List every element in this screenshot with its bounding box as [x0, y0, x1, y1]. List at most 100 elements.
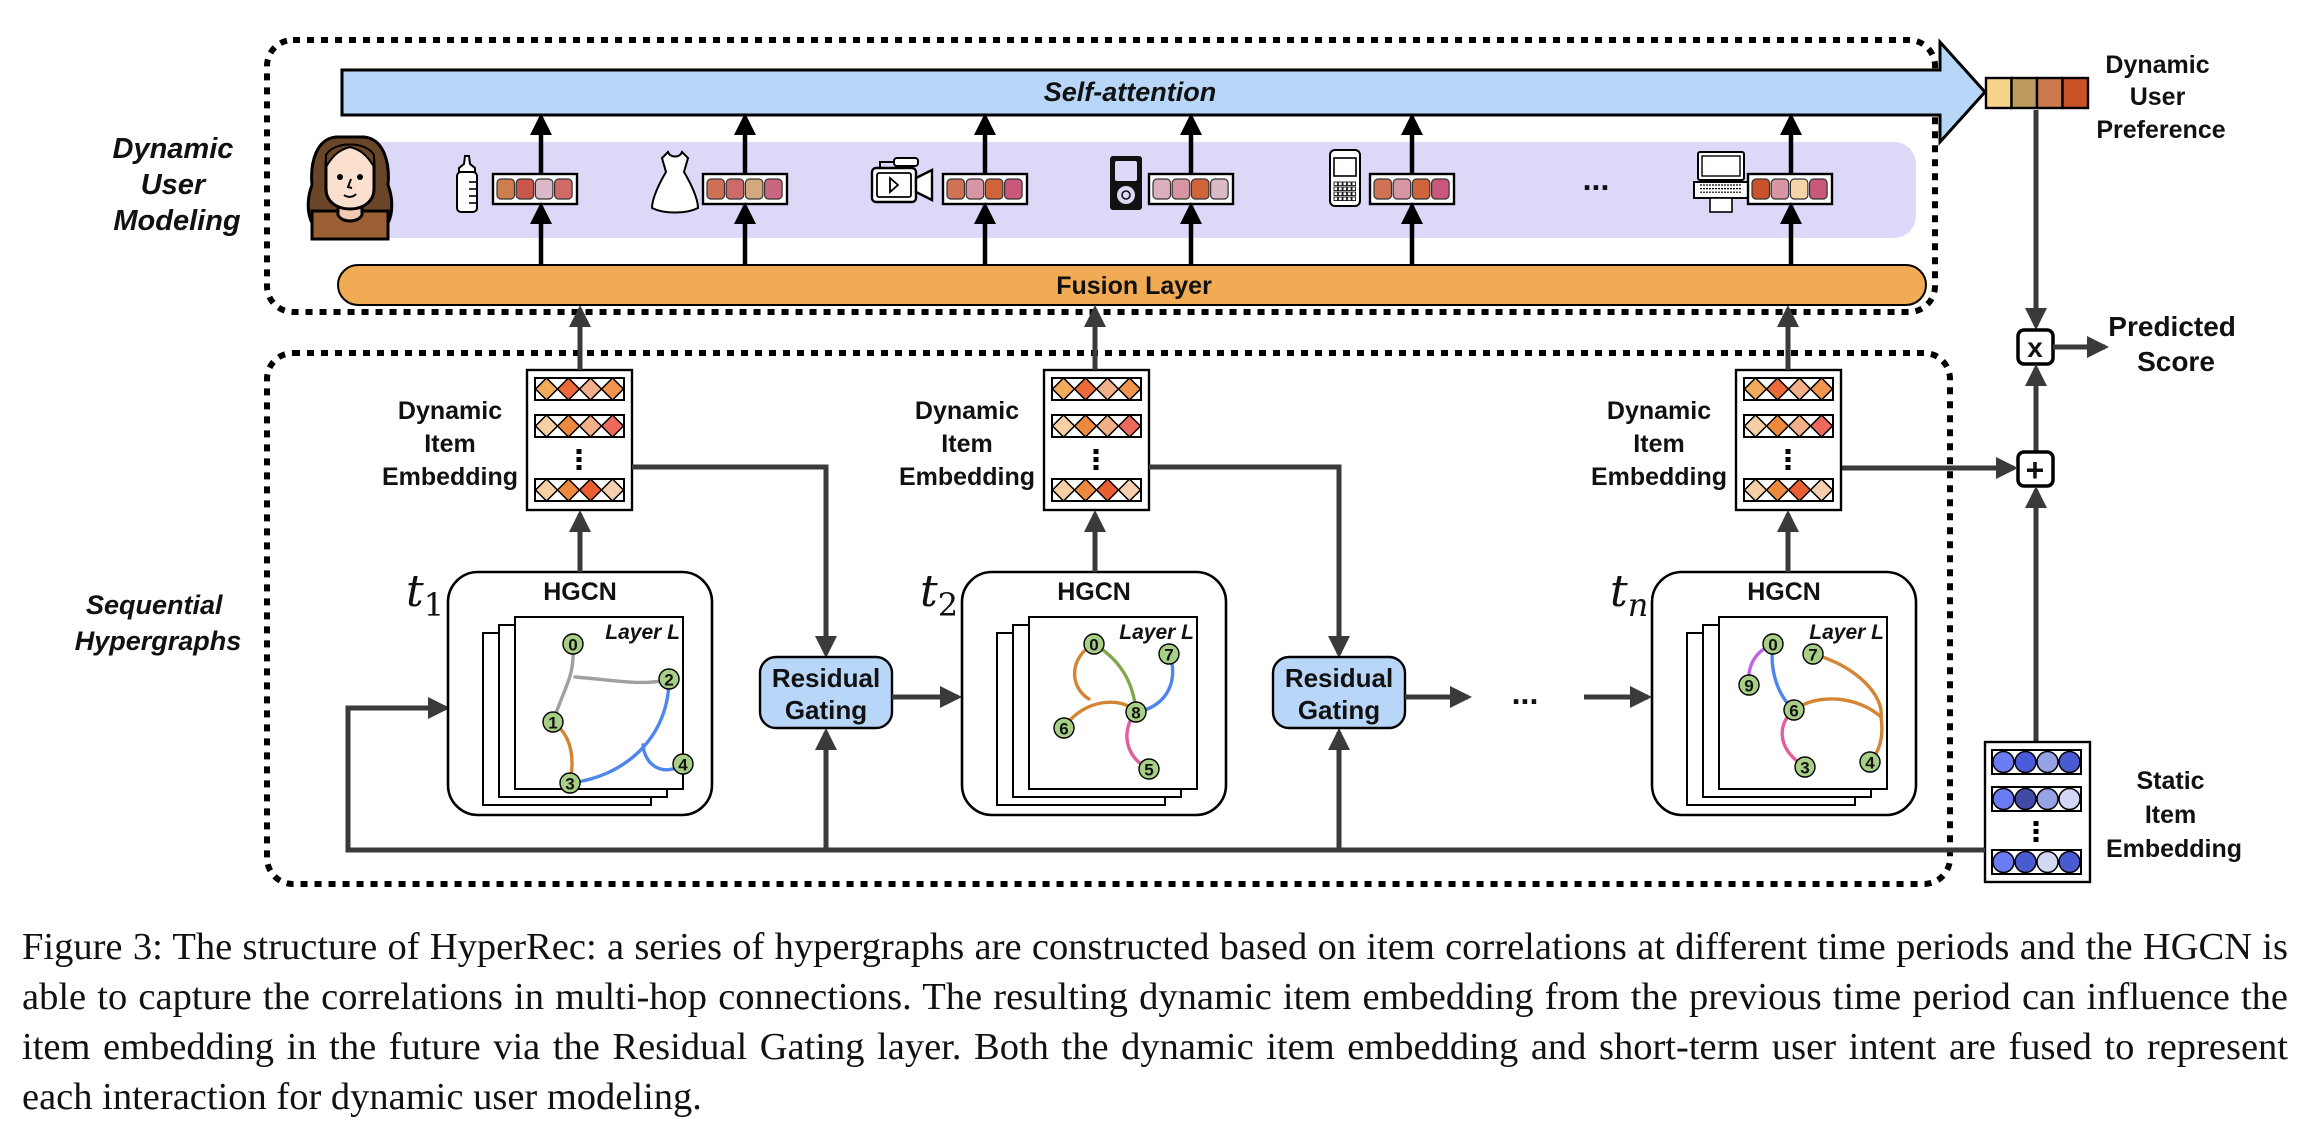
- preference-cell: [2010, 76, 2039, 110]
- svg-text:0: 0: [1768, 636, 1777, 655]
- video-camera-icon: [870, 157, 934, 204]
- sequential-hypergraphs-label: Sequential Hypergraphs: [75, 590, 242, 656]
- interaction-vector: [1147, 172, 1235, 206]
- cell-phone-icon: [1329, 149, 1361, 207]
- fusion-layer-bar: [337, 264, 1927, 306]
- interaction-item: [1329, 113, 1456, 265]
- embedding-cell: [1743, 413, 1768, 439]
- interaction-item: [870, 113, 1029, 265]
- items-ellipsis: ...: [1583, 161, 1610, 197]
- graph-node: 3: [559, 772, 581, 794]
- static-feed-line: [345, 697, 1985, 853]
- hgcn-label: HGCN: [1747, 578, 1821, 606]
- dynamic-user-modeling-label: Dynamic User Modeling: [113, 133, 242, 237]
- graph-node: 0: [1762, 633, 1784, 655]
- interaction-vector: [491, 172, 579, 206]
- interaction-item: [1693, 113, 1834, 265]
- vector-cell: [1751, 178, 1771, 200]
- laptop-icon: [1693, 151, 1749, 213]
- self-attention-label: Self-attention: [1044, 77, 1217, 107]
- dynamic-user-modeling-section: Dynamic User Modeling Self-attention ...: [113, 37, 1988, 315]
- sequence-ellipsis: ...: [1512, 675, 1539, 711]
- embedding-cell: [600, 477, 625, 503]
- vector-cell: [515, 178, 535, 200]
- embedding-cell: [1051, 413, 1076, 439]
- interaction-item: [456, 113, 579, 265]
- embedding-cell: [600, 413, 625, 439]
- preference-cell: [2035, 76, 2064, 110]
- fusion-layer: Fusion Layer: [337, 264, 1927, 306]
- sequential-hypergraphs-border: [264, 350, 1953, 887]
- svg-text:4: 4: [678, 756, 688, 775]
- svg-text:4: 4: [1865, 754, 1875, 773]
- embedding-cell: [600, 376, 625, 402]
- embedding-cell: [2058, 850, 2081, 874]
- vector-cell: [1190, 178, 1210, 200]
- vector-cell: [946, 178, 966, 200]
- vector-cell: [1392, 178, 1412, 200]
- embedding-cell: [578, 477, 603, 503]
- embedding-cell: [1051, 477, 1076, 503]
- hgcn-label: HGCN: [1057, 578, 1131, 606]
- vector-cell: [763, 178, 783, 200]
- dynamic-item-embedding-stack: [1042, 368, 1151, 512]
- embedding-cell: [2036, 850, 2059, 874]
- embedding-cell: [556, 376, 581, 402]
- vector-cell: [965, 178, 985, 200]
- vector-cell: [725, 178, 745, 200]
- embedding-cell: [578, 413, 603, 439]
- embedding-cell: [578, 376, 603, 402]
- svg-text:0: 0: [1089, 636, 1098, 655]
- embedding-cell: [2036, 750, 2059, 774]
- embedding-cell: [1809, 376, 1834, 402]
- vector-cell: [1430, 178, 1450, 200]
- embedding-cell: [2058, 750, 2081, 774]
- dynamic-item-embedding-stack: [525, 368, 634, 512]
- vector-cell: [1209, 178, 1229, 200]
- svg-text:6: 6: [1059, 720, 1068, 739]
- vector-cell: [984, 178, 1004, 200]
- svg-text:8: 8: [1131, 704, 1140, 723]
- graph-node: 0: [1083, 633, 1105, 655]
- embedding-cell: [1765, 477, 1790, 503]
- preference-cell: [1984, 76, 2013, 110]
- static-item-embedding-label: Static Item Embedding: [2106, 767, 2242, 863]
- embedding-cell: [1992, 850, 2015, 874]
- graph-node: 2: [658, 668, 680, 690]
- graph-node: 4: [672, 753, 694, 775]
- embedding-cell: [1809, 477, 1834, 503]
- fusion-layer-label: Fusion Layer: [1056, 272, 1212, 300]
- svg-text:3: 3: [565, 775, 574, 794]
- timestep-label: t2: [920, 566, 958, 624]
- embedding-cell: [1743, 477, 1768, 503]
- embedding-cell: [1787, 477, 1812, 503]
- interaction-vector: [1746, 172, 1834, 206]
- svg-text:9: 9: [1744, 677, 1753, 696]
- vector-cell: [744, 178, 764, 200]
- embedding-cell: [1073, 477, 1098, 503]
- predicted-score-label: Predicted Score: [2108, 311, 2243, 377]
- graph-node: 6: [1053, 717, 1075, 739]
- embedding-cell: [1073, 413, 1098, 439]
- graph-node: 4: [1859, 751, 1881, 773]
- vector-cell: [496, 178, 516, 200]
- embedding-cell: [1787, 376, 1812, 402]
- embedding-cell: [1809, 413, 1834, 439]
- embedding-cell: [1743, 376, 1768, 402]
- graph-node: 3: [1794, 756, 1816, 778]
- embedding-cell: [2014, 850, 2037, 874]
- embedding-cell: [534, 477, 559, 503]
- interaction-vector: [941, 172, 1029, 206]
- vector-cell: [1003, 178, 1023, 200]
- embedding-cell: [1117, 477, 1142, 503]
- embedding-cell: [1095, 477, 1120, 503]
- dynamic-user-preference-vector: [1984, 76, 2090, 110]
